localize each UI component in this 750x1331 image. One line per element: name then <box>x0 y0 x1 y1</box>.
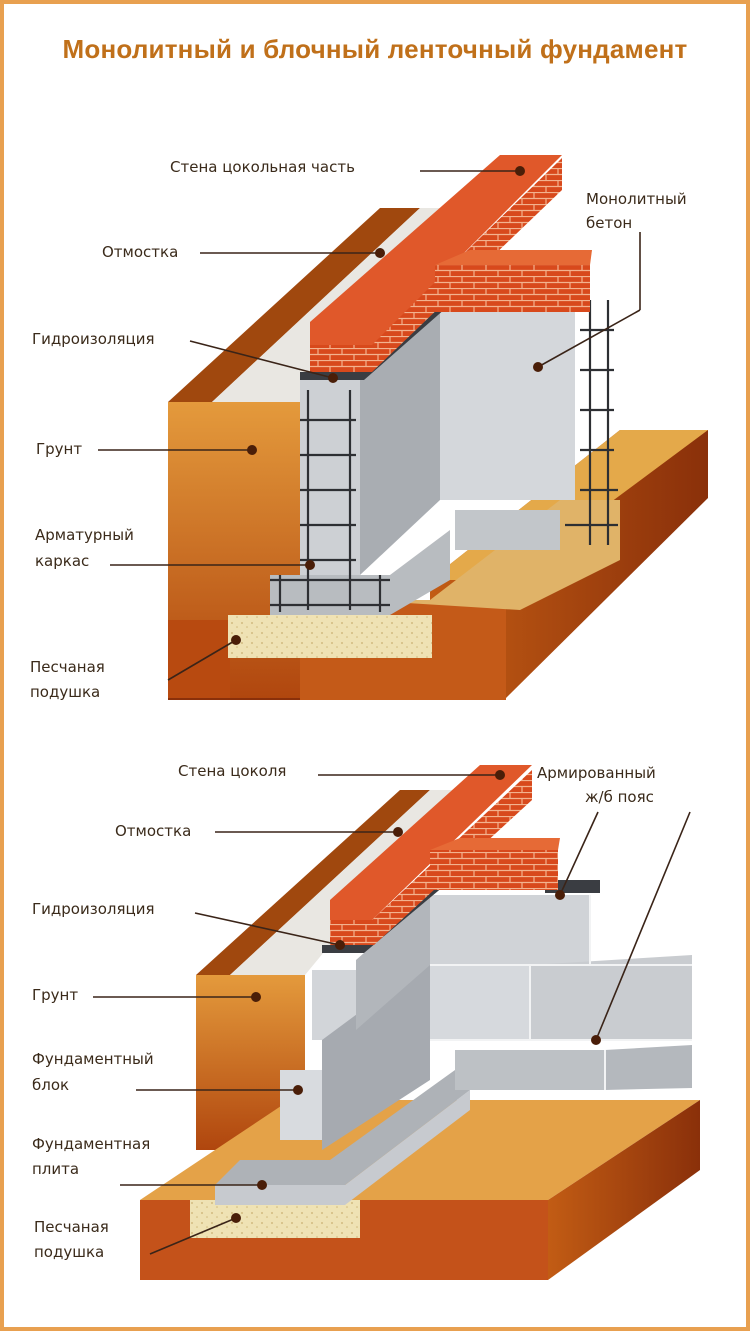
concrete-wall-side <box>360 310 440 575</box>
label-reinforced-belt-2: ж/б пояс <box>585 788 654 806</box>
label-wall-plinth: Стена цокольная часть <box>170 158 355 176</box>
foundation-slab <box>215 1090 470 1205</box>
concrete-wall-front <box>300 380 360 575</box>
label-waterproofing-2: Гидроизоляция <box>32 900 154 918</box>
sand-cushion <box>228 615 432 658</box>
label-reinforced-belt-1: Армированный <box>537 764 656 782</box>
label-soil-2: Грунт <box>32 986 78 1004</box>
label-soil: Грунт <box>36 440 82 458</box>
concrete-wall-end <box>440 310 575 500</box>
diagram-title: Монолитный и блочный ленточный фундамент <box>62 34 688 64</box>
label-sand-cushion-1: Песчаная <box>30 658 105 676</box>
label-monolithic-concrete-1: Монолитный <box>586 190 687 208</box>
block-leader-lines <box>93 770 691 1255</box>
reinforced-belt <box>545 880 600 893</box>
brick-wall-cross <box>435 265 590 312</box>
monolithic-leader-lines <box>98 166 641 681</box>
soil-front-face-2 <box>196 975 305 1150</box>
label-sand-cushion-2: подушка <box>30 683 100 701</box>
block-foundation-illustration <box>140 765 700 1280</box>
label-foundation-block-2: блок <box>32 1076 69 1094</box>
monolithic-labels: Стена цокольная часть Монолитный бетон О… <box>30 158 687 701</box>
soil-top-surface <box>168 208 420 402</box>
foundation-block <box>280 1070 322 1140</box>
label-blind-area: Отмостка <box>102 243 178 261</box>
label-foundation-slab-1: Фундаментная <box>32 1135 150 1153</box>
label-rebar-cage-2: каркас <box>35 552 89 570</box>
label-plinth-wall: Стена цоколя <box>178 762 286 780</box>
label-sand-cushion-3: Песчаная <box>34 1218 109 1236</box>
monolithic-foundation-illustration <box>168 155 708 700</box>
label-rebar-cage-1: Арматурный <box>35 526 134 544</box>
sand-cushion-2 <box>190 1200 360 1238</box>
label-monolithic-concrete-2: бетон <box>586 214 632 232</box>
rebar-cage <box>270 300 618 612</box>
brick-wall-cross-2 <box>430 850 558 890</box>
label-blind-area-2: Отмостка <box>115 822 191 840</box>
label-foundation-block-1: Фундаментный <box>32 1050 154 1068</box>
label-sand-cushion-4: подушка <box>34 1243 104 1261</box>
brick-wall-long-2 <box>330 770 532 945</box>
label-foundation-slab-2: плита <box>32 1160 79 1178</box>
brick-wall-long <box>310 158 562 372</box>
soil-top-surface-2 <box>196 790 430 975</box>
concrete-footing <box>270 530 450 615</box>
block-labels: Стена цоколя Армированный ж/б пояс Отмос… <box>32 762 656 1261</box>
label-waterproofing: Гидроизоляция <box>32 330 154 348</box>
block-row-upper <box>430 895 590 965</box>
